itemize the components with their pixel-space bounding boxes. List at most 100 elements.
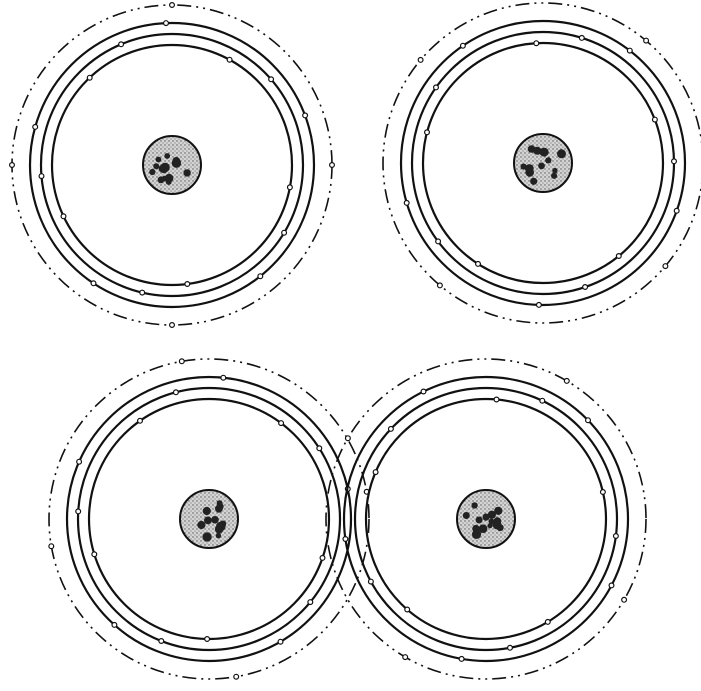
electron-dot	[564, 379, 569, 384]
electron-dot	[404, 201, 409, 206]
nucleon-speck	[471, 502, 477, 508]
electron-dot	[282, 230, 287, 235]
electron-dot	[164, 21, 169, 26]
electron-dot	[159, 639, 164, 644]
nucleon-speck	[219, 521, 226, 528]
electron-dot	[330, 163, 335, 168]
electron-dot	[258, 274, 263, 279]
electron-dot	[373, 470, 378, 475]
electron-dot	[425, 130, 430, 135]
electron-dot	[227, 57, 232, 62]
electron-dot	[320, 556, 325, 561]
electron-dot	[614, 534, 619, 539]
nucleon-speck	[530, 178, 537, 185]
electron-dot	[476, 262, 481, 267]
electron-dot	[343, 537, 348, 542]
electron-dot	[303, 113, 308, 118]
electron-dot	[461, 43, 466, 48]
electron-dot	[403, 655, 408, 660]
electron-dot	[179, 359, 184, 364]
electron-dot	[170, 3, 175, 8]
electron-dot	[672, 159, 677, 164]
atom-top-left	[10, 3, 335, 328]
nucleon-speck	[528, 145, 536, 153]
electron-dot	[77, 459, 82, 464]
electron-dot	[369, 579, 374, 584]
nucleon-speck	[153, 163, 159, 169]
nucleon-speck	[203, 507, 211, 515]
nucleon-speck	[494, 507, 502, 515]
electron-dot	[269, 77, 274, 82]
electron-dot	[10, 163, 15, 168]
electron-dot	[288, 185, 293, 190]
electron-dot	[537, 303, 542, 308]
electron-dot	[438, 283, 443, 288]
nucleon-speck	[216, 533, 221, 538]
electron-dot	[436, 239, 441, 244]
nucleon-speck	[197, 521, 205, 529]
electron-dot	[49, 544, 54, 549]
nucleon-speck	[172, 159, 181, 168]
electron-dot	[91, 281, 96, 286]
electron-dot	[586, 418, 591, 423]
electron-dot	[119, 42, 124, 47]
electron-dot	[33, 125, 38, 130]
electron-dot	[616, 254, 621, 259]
electron-dot	[674, 208, 679, 213]
electron-dot	[278, 639, 283, 644]
electron-dot	[92, 552, 97, 557]
electron-dot	[609, 583, 614, 588]
nucleon-speck	[183, 169, 190, 176]
electron-dot	[61, 214, 66, 219]
nucleon-speck	[204, 517, 212, 525]
atom-bottom-left	[49, 359, 369, 679]
nucleon-speck	[538, 163, 545, 170]
nucleon-speck	[476, 517, 483, 524]
electron-dot	[622, 597, 627, 602]
electron-dot	[627, 48, 632, 53]
electron-dot	[494, 397, 499, 402]
nucleon-speck	[158, 176, 165, 183]
electron-dot	[279, 421, 284, 426]
electron-dot	[508, 645, 513, 650]
electron-dot	[579, 36, 584, 41]
nucleon-speck	[463, 512, 470, 519]
electron-dot	[234, 674, 239, 679]
nucleon-speck	[552, 168, 557, 173]
electron-dot	[601, 490, 606, 495]
nucleon-speck	[156, 157, 162, 163]
nucleon-speck	[527, 165, 533, 171]
electron-dot	[174, 390, 179, 395]
nucleon-speck	[545, 157, 551, 163]
nucleon-speck	[557, 149, 566, 158]
nucleon-speck	[551, 173, 557, 179]
nucleon-speck	[540, 148, 549, 157]
nucleus	[143, 136, 201, 194]
electron-dot	[405, 607, 410, 612]
electron-dot	[76, 509, 81, 514]
electron-dot	[434, 85, 439, 90]
electron-dot	[346, 436, 351, 441]
electron-dot	[317, 446, 322, 451]
electron-dot	[138, 418, 143, 423]
electron-dot	[540, 398, 545, 403]
electron-dot	[583, 285, 588, 290]
electron-dot	[170, 323, 175, 328]
nucleon-speck	[164, 153, 170, 159]
electron-dot	[653, 117, 658, 122]
nucleon-speck	[149, 169, 155, 175]
electron-dot	[39, 174, 44, 179]
electron-dot	[545, 620, 550, 625]
electron-dot	[421, 389, 426, 394]
nucleon-speck	[472, 525, 480, 533]
electron-dot	[644, 38, 649, 43]
electron-dot	[389, 427, 394, 432]
electron-dot	[185, 282, 190, 287]
nucleon-speck	[160, 166, 168, 174]
electron-dot	[418, 58, 423, 63]
nucleon-speck	[211, 516, 219, 524]
atom-bottom-right	[326, 359, 646, 679]
atom-top-right	[383, 3, 701, 323]
electron-dot	[140, 290, 145, 295]
